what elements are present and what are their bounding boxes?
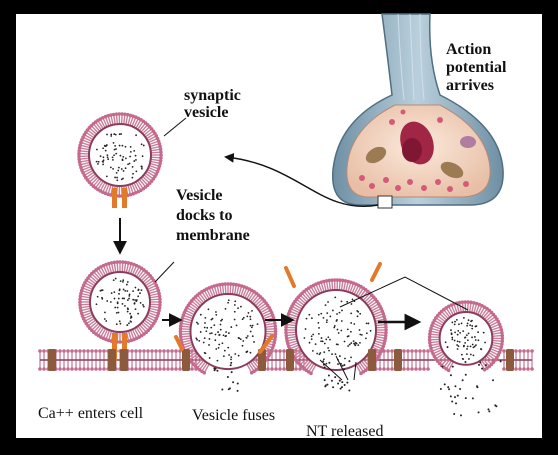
nt-released-label: NT released — [306, 423, 383, 440]
ca-enters-label: Ca++ enters cell — [38, 405, 144, 422]
vesicle-fuses-label: Vesicle fuses — [192, 407, 275, 424]
